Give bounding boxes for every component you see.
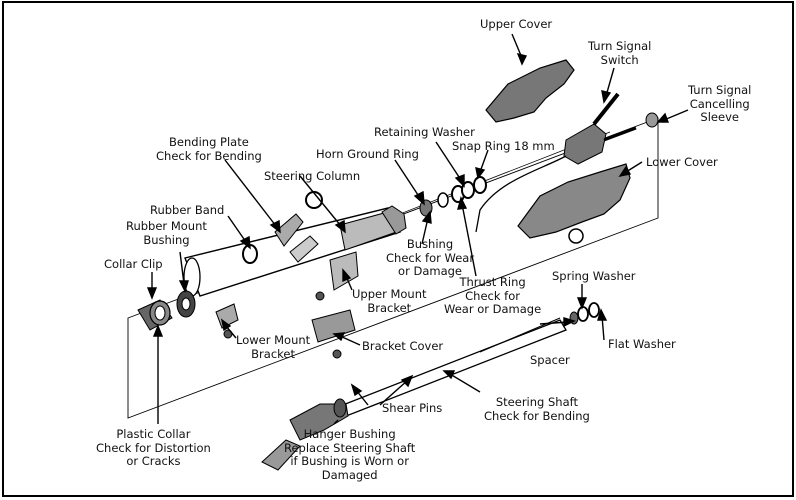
- label-snap-ring: Snap Ring 18 mm: [452, 139, 555, 153]
- label-rubber-mount-bushing: Rubber Mount Bushing: [126, 219, 207, 247]
- turn-signal-switch-part: [475, 92, 637, 233]
- label-steering-shaft: Steering Shaft Check for Bending: [484, 395, 590, 423]
- label-upper-cover: Upper Cover: [480, 17, 553, 31]
- label-spring-washer: Spring Washer: [552, 269, 636, 283]
- lower-mount-bracket-part: [215, 303, 239, 339]
- label-retaining-washer: Retaining Washer: [374, 125, 475, 139]
- label-upper-mount-bracket: Upper Mount Bracket: [352, 287, 427, 315]
- upper-cover-part: [485, 59, 575, 123]
- label-plastic-collar: Plastic Collar Check for Distortion or C…: [96, 427, 211, 468]
- label-thrust-ring: Thrust Ring Check for Wear or Damage: [444, 275, 542, 316]
- label-horn-ground-ring: Horn Ground Ring: [316, 147, 419, 161]
- label-shear-pins: Shear Pins: [382, 401, 443, 415]
- cancelling-sleeve-part: [645, 112, 659, 128]
- bracket-cover-part: [311, 309, 356, 359]
- label-flat-washer: Flat Washer: [608, 337, 676, 351]
- leader-lines: [146, 33, 689, 425]
- label-collar-clip: Collar Clip: [104, 257, 163, 271]
- rings-group: [419, 176, 487, 217]
- lower-cover-ring: [568, 228, 584, 244]
- label-steering-column: Steering Column: [264, 169, 361, 183]
- label-turn-signal-cancelling-sleeve: Turn Signal Cancelling Sleeve: [688, 83, 752, 124]
- bending-plate-part: [274, 213, 319, 263]
- label-bending-plate: Bending Plate Check for Bending: [156, 135, 262, 163]
- plastic-collar-part: [137, 299, 173, 331]
- label-bushing: Bushing Check for Wear or Damage: [386, 237, 475, 278]
- label-rubber-band: Rubber Band: [150, 203, 225, 217]
- rubber-mount-bushing-part: [176, 290, 196, 318]
- label-bracket-cover: Bracket Cover: [362, 339, 444, 353]
- label-lower-mount-bracket: Lower Mount Bracket: [236, 333, 311, 361]
- label-turn-signal-switch: Turn Signal Switch: [588, 39, 652, 67]
- lower-cover-part: [517, 163, 631, 239]
- label-lower-cover: Lower Cover: [646, 155, 718, 169]
- label-spacer: Spacer: [530, 353, 570, 367]
- label-hanger-bushing: Hanger Bushing Replace Steering Shaft if…: [284, 427, 416, 482]
